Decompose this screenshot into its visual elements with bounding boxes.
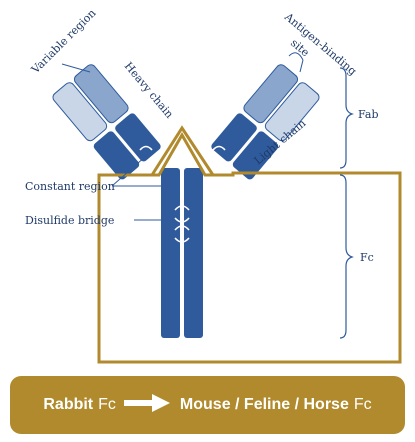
left-light-chain-variable bbox=[52, 82, 108, 142]
disulfide-bridge-label: Disulfide bridge bbox=[25, 214, 114, 227]
left-heavy-chain-variable bbox=[73, 64, 129, 124]
fab-label: Fab bbox=[358, 108, 379, 121]
to-suffix: Fc bbox=[353, 396, 372, 413]
right-heavy-chain-constant bbox=[211, 113, 257, 162]
from-suffix: Fc bbox=[98, 396, 116, 413]
fc-label: Fc bbox=[360, 251, 374, 264]
right-arm bbox=[211, 64, 320, 180]
conversion-banner: Rabbit Fc Mouse / Feline / Horse Fc bbox=[10, 376, 405, 434]
leader-lines bbox=[61, 52, 304, 221]
left-heavy-chain-constant bbox=[115, 113, 161, 162]
to-species: Mouse / Feline / Horse bbox=[179, 396, 349, 413]
left-light-chain-constant bbox=[93, 131, 140, 180]
right-arrow-icon bbox=[123, 393, 172, 418]
right-heavy-chain-variable bbox=[243, 64, 299, 124]
right-light-chain-variable bbox=[264, 82, 320, 142]
heavy-chain-stem-right bbox=[184, 168, 203, 338]
fc-highlight-outline bbox=[97, 131, 402, 364]
from-species: Rabbit bbox=[43, 396, 94, 413]
left-arm bbox=[52, 64, 161, 180]
right-light-chain-constant bbox=[232, 131, 279, 180]
fc-brace bbox=[339, 174, 354, 339]
heavy-chain-label: Heavy chain bbox=[122, 60, 176, 121]
disulfide-bridge-icons bbox=[139, 145, 226, 243]
constant-region-label: Constant region bbox=[25, 180, 115, 193]
fab-brace bbox=[339, 67, 354, 169]
heavy-chain-stem-left bbox=[161, 168, 180, 338]
